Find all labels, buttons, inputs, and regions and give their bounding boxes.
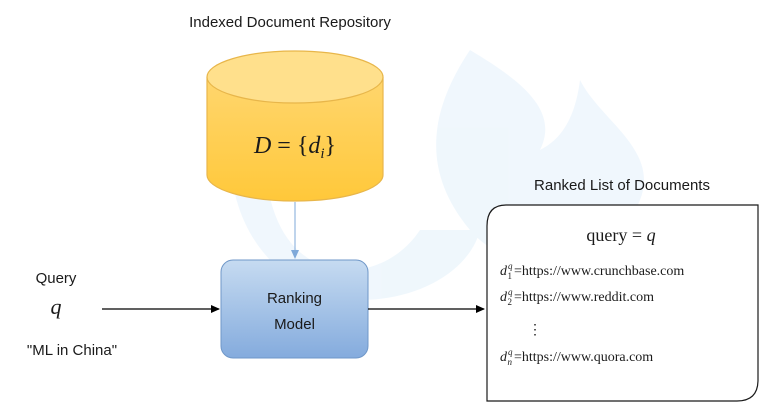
ranked-list-ellipsis: ⋮ <box>528 322 542 338</box>
item-url: =https://www.quora.com <box>514 350 653 365</box>
item-symbol: d <box>500 264 508 279</box>
ranked-list-header: query = q <box>586 225 655 245</box>
query-example: "ML in China" <box>27 342 117 359</box>
item-sub: 1 <box>508 271 513 281</box>
query-symbol: q <box>51 294 62 319</box>
item-symbol: d <box>500 350 508 365</box>
document-repository-cylinder <box>206 50 384 202</box>
ranked-list-box <box>486 204 759 402</box>
item-sup: q <box>508 347 513 357</box>
item-sup: q <box>508 287 513 297</box>
item-sub: 2 <box>508 297 513 307</box>
item-sub: n <box>508 357 513 367</box>
item-sup: q <box>508 261 513 271</box>
item-url: =https://www.reddit.com <box>514 290 654 305</box>
query-label: Query <box>36 270 77 287</box>
ranked-list-title: Ranked List of Documents <box>534 177 710 194</box>
item-url: =https://www.crunchbase.com <box>514 264 684 279</box>
ranked-list-header-var: q <box>647 225 656 245</box>
svg-text:dq2=https://www.reddit.com: dq2=https://www.reddit.com <box>500 287 654 307</box>
item-symbol: d <box>500 290 508 305</box>
ranking-model-box <box>220 259 369 359</box>
ranking-model-label-line2: Model <box>274 316 315 333</box>
repository-title: Indexed Document Repository <box>189 14 391 31</box>
svg-text:dq1=https://www.crunchbase.com: dq1=https://www.crunchbase.com <box>500 261 684 281</box>
ranked-list-header-prefix: query = <box>586 225 646 245</box>
svg-text:dqn=https://www.quora.com: dqn=https://www.quora.com <box>500 347 653 367</box>
ranking-model-label-line1: Ranking <box>267 290 322 307</box>
repository-formula: D = {di} <box>253 133 336 162</box>
